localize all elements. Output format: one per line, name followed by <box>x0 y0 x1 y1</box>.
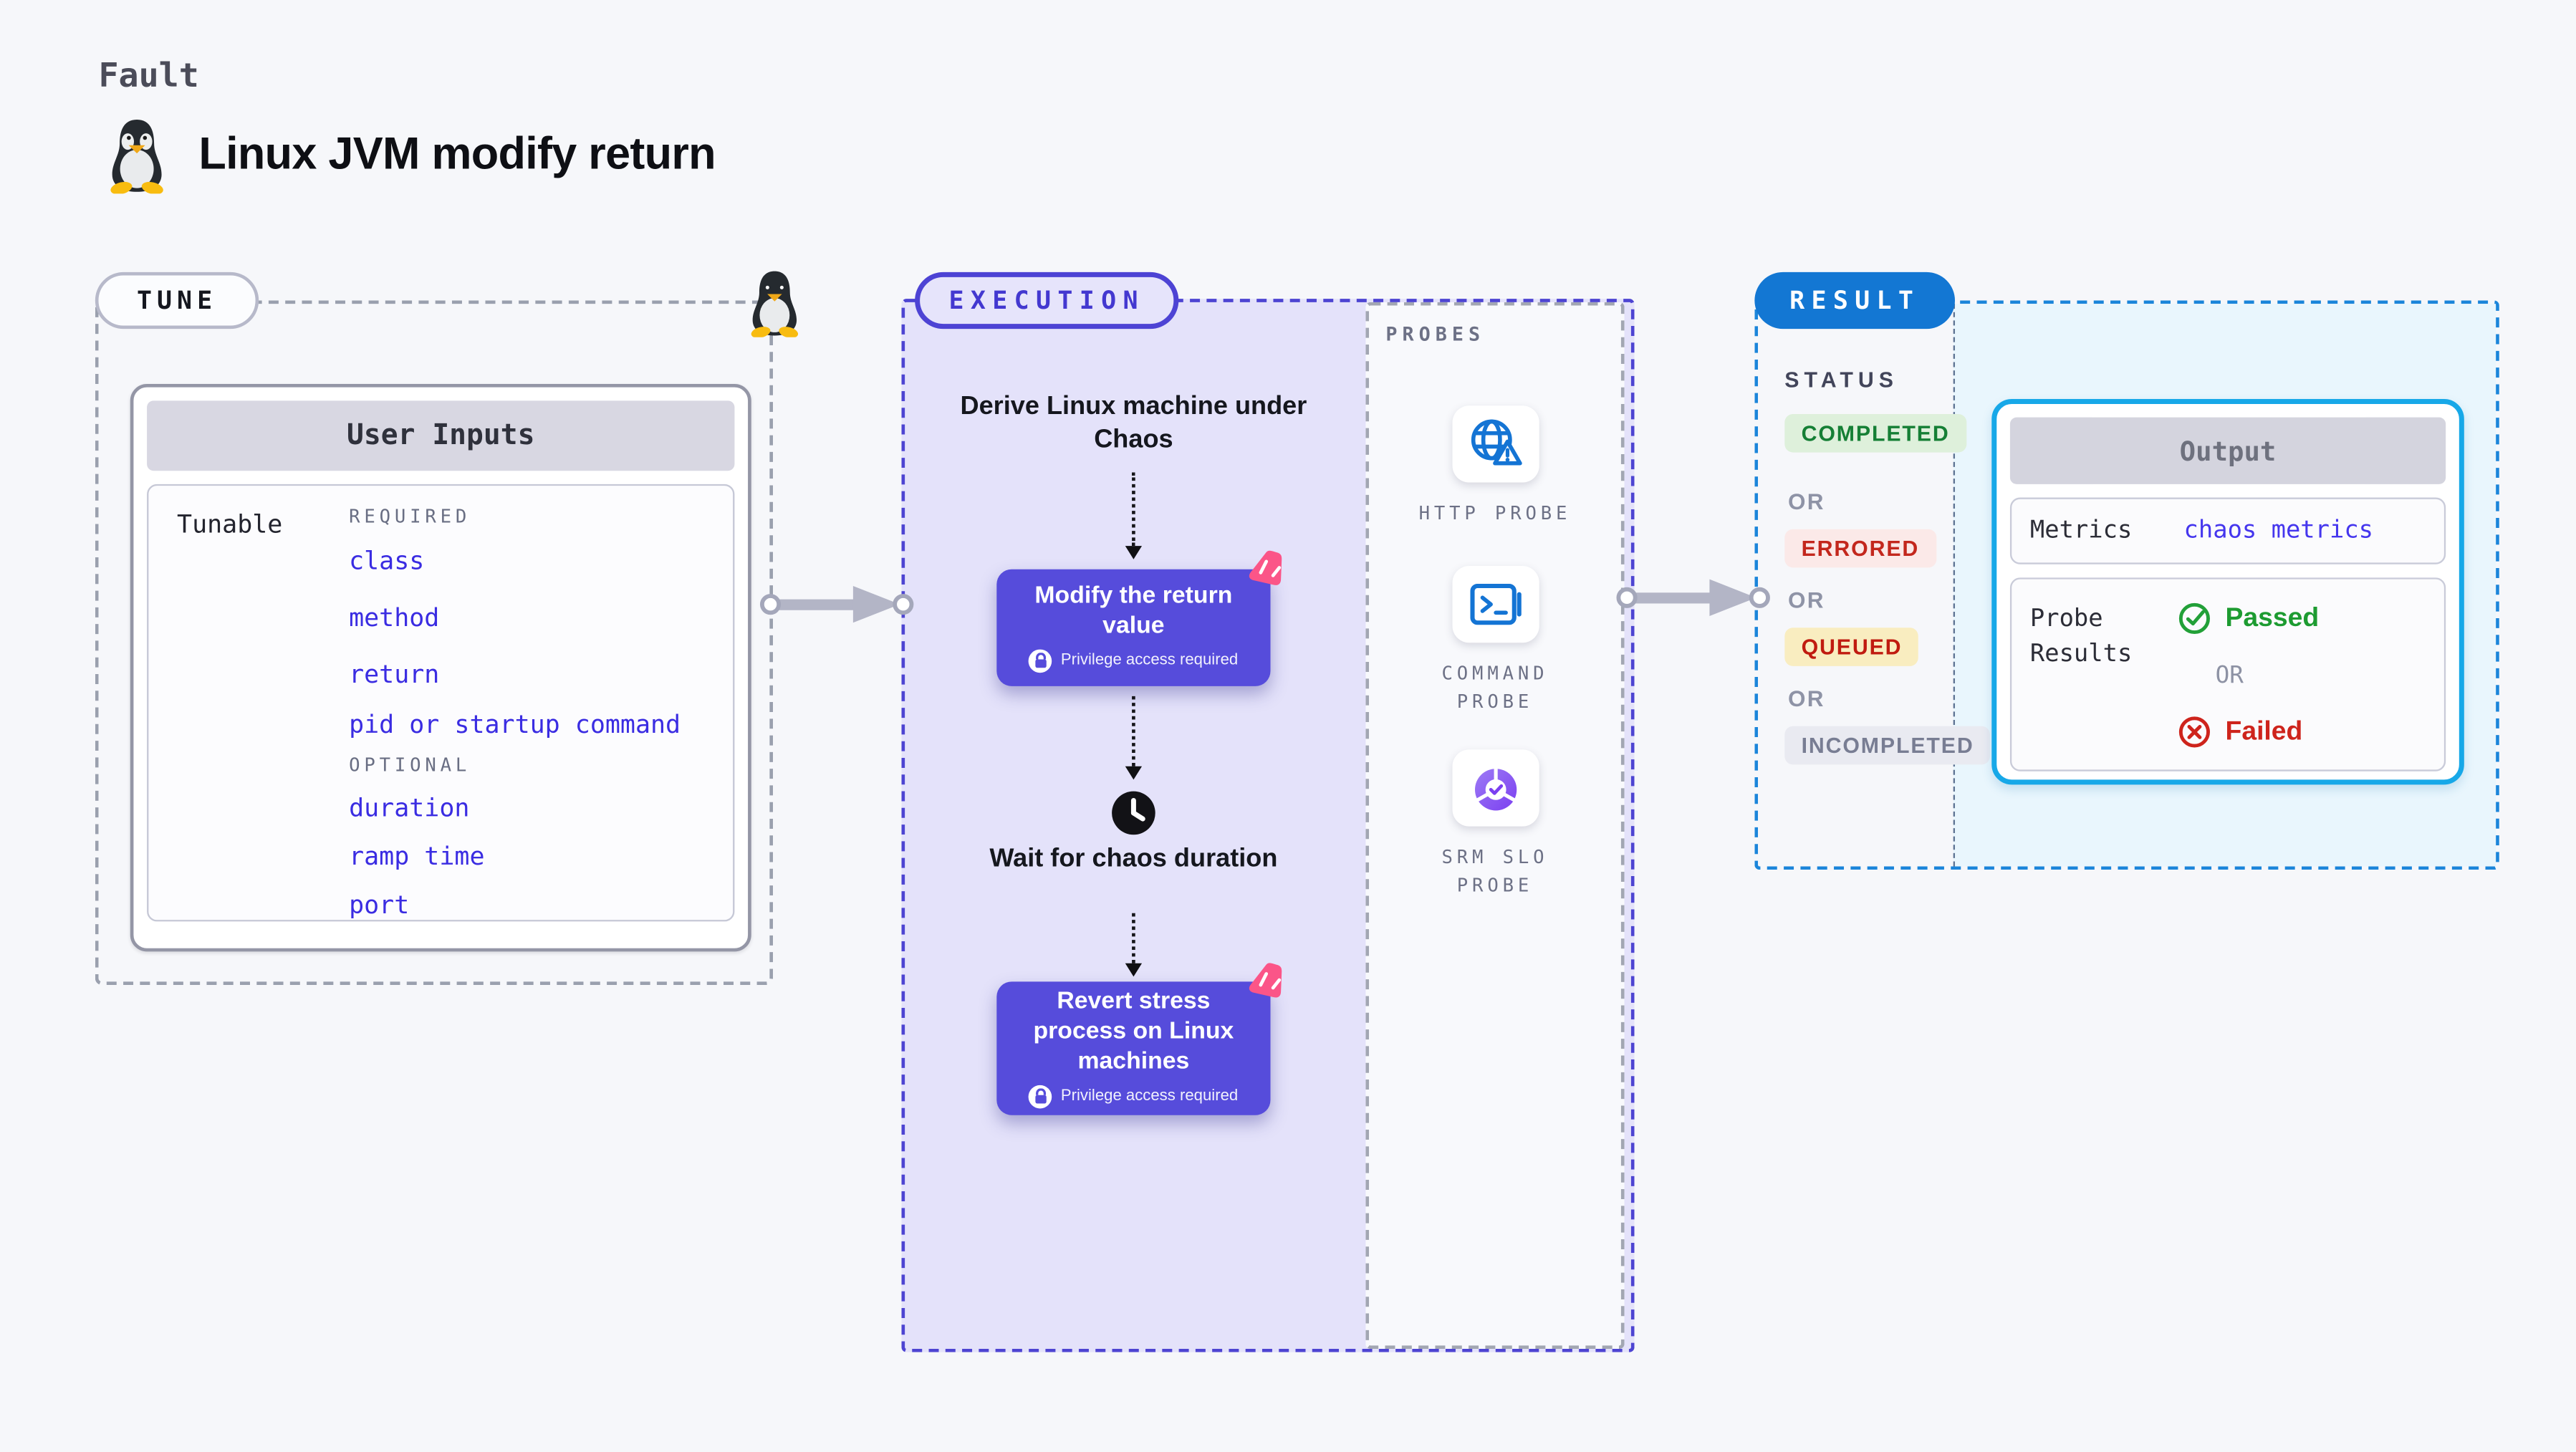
flow-down-arrow <box>1123 696 1143 780</box>
tunable-link-duration[interactable]: duration <box>349 792 470 823</box>
status-badge-completed: COMPLETED <box>1784 413 1966 453</box>
user-inputs-card: User Inputs Tunable REQUIRED class metho… <box>130 384 751 952</box>
result-section-pill: RESULT <box>1754 271 1956 330</box>
step-derive-machine: Derive Linux machine under Chaos <box>960 392 1307 455</box>
or-label: OR <box>1787 686 1825 711</box>
action-title: Revert stress process on Linux machines <box>1033 989 1234 1075</box>
action-modify-return-value: Modify the return value Privilege access… <box>996 550 1282 686</box>
probe-label: SRM SLO PROBE <box>1441 846 1549 897</box>
tunable-link-return[interactable]: return <box>349 659 440 690</box>
optional-group-label: OPTIONAL <box>349 754 471 777</box>
chaos-metrics-link[interactable]: chaos metrics <box>2183 517 2374 544</box>
tunable-row-label: Tunable <box>177 509 283 539</box>
privilege-badge: Privilege access required <box>1029 648 1239 673</box>
result-pill-label: RESULT <box>1789 285 1921 316</box>
lock-icon <box>1029 648 1053 673</box>
probe-label: COMMAND PROBE <box>1441 663 1549 713</box>
status-heading: STATUS <box>1784 367 1898 393</box>
execution-pill-label: EXECUTION <box>948 285 1145 316</box>
user-inputs-header: User Inputs <box>147 400 735 471</box>
passed-label: Passed <box>2225 603 2320 633</box>
or-label: OR <box>2215 663 2244 690</box>
x-circle-icon <box>2178 716 2210 748</box>
page-title: Linux JVM modify return <box>198 128 716 179</box>
tune-pill-label: TUNE <box>136 285 218 316</box>
flow-down-arrow <box>1123 913 1143 977</box>
tunable-link-port[interactable]: port <box>349 890 410 920</box>
probe-srm-slo: SRM SLO PROBE <box>1365 749 1624 900</box>
linux-tux-corner-icon <box>744 269 804 338</box>
result-divider <box>1953 304 1956 867</box>
tune-section-pill: TUNE <box>95 271 259 330</box>
terminal-icon <box>1451 566 1539 643</box>
probe-label: HTTP PROBE <box>1418 502 1572 524</box>
tune-to-execution-arrow <box>759 582 915 634</box>
chaos-icon <box>1244 961 1289 1006</box>
privilege-label: Privilege access required <box>1060 1087 1239 1105</box>
failed-row: Failed <box>2178 716 2302 748</box>
action-title: Modify the return value <box>1034 583 1233 640</box>
user-inputs-table: Tunable REQUIRED class method return pid… <box>147 484 735 922</box>
tune-section <box>95 300 774 985</box>
privilege-badge: Privilege access required <box>1029 1084 1239 1108</box>
chaos-icon <box>1244 549 1289 595</box>
or-label: OR <box>1787 587 1825 613</box>
linux-tux-icon <box>103 117 170 195</box>
clock-icon <box>1110 789 1157 836</box>
execution-section-pill: EXECUTION <box>915 271 1179 330</box>
status-badge-errored: ERRORED <box>1784 529 1936 568</box>
globe-alert-icon <box>1451 405 1539 483</box>
probe-results-label: Probe Results <box>2029 605 2133 668</box>
tunable-link-method[interactable]: method <box>349 602 440 633</box>
probe-http: HTTP PROBE <box>1365 405 1624 527</box>
metrics-row: Metrics chaos metrics <box>2009 497 2446 564</box>
probe-results-row: Probe Results Passed OR Failed <box>2009 577 2446 771</box>
passed-row: Passed <box>2178 602 2320 635</box>
or-label: OR <box>1787 489 1825 514</box>
probe-command: COMMAND PROBE <box>1365 566 1624 716</box>
lock-icon <box>1029 1084 1053 1108</box>
step-wait-duration: Wait for chaos duration <box>989 845 1278 873</box>
flow-down-arrow <box>1123 472 1143 559</box>
execution-to-result-arrow <box>1616 576 1772 628</box>
probes-heading: PROBES <box>1385 322 1486 346</box>
failed-label: Failed <box>2225 716 2303 746</box>
metrics-label: Metrics <box>2029 517 2133 544</box>
output-card: Output Metrics chaos metrics Probe Resul… <box>1991 398 2464 785</box>
action-revert-stress-process: Revert stress process on Linux machines … <box>996 963 1282 1115</box>
required-group-label: REQUIRED <box>349 506 471 528</box>
privilege-label: Privilege access required <box>1060 651 1239 670</box>
tunable-link-class[interactable]: class <box>349 546 425 577</box>
check-circle-icon <box>2178 602 2210 635</box>
status-badge-queued: QUEUED <box>1784 628 1919 666</box>
slo-pie-check-icon <box>1451 749 1539 827</box>
output-header: Output <box>2009 417 2446 484</box>
tunable-link-ramp-time[interactable]: ramp time <box>349 841 485 872</box>
fault-kind-label: Fault <box>98 54 199 95</box>
status-badge-incompleted: INCOMPLETED <box>1784 726 1991 765</box>
tunable-link-pid-or-startup-command[interactable]: pid or startup command <box>349 709 681 740</box>
